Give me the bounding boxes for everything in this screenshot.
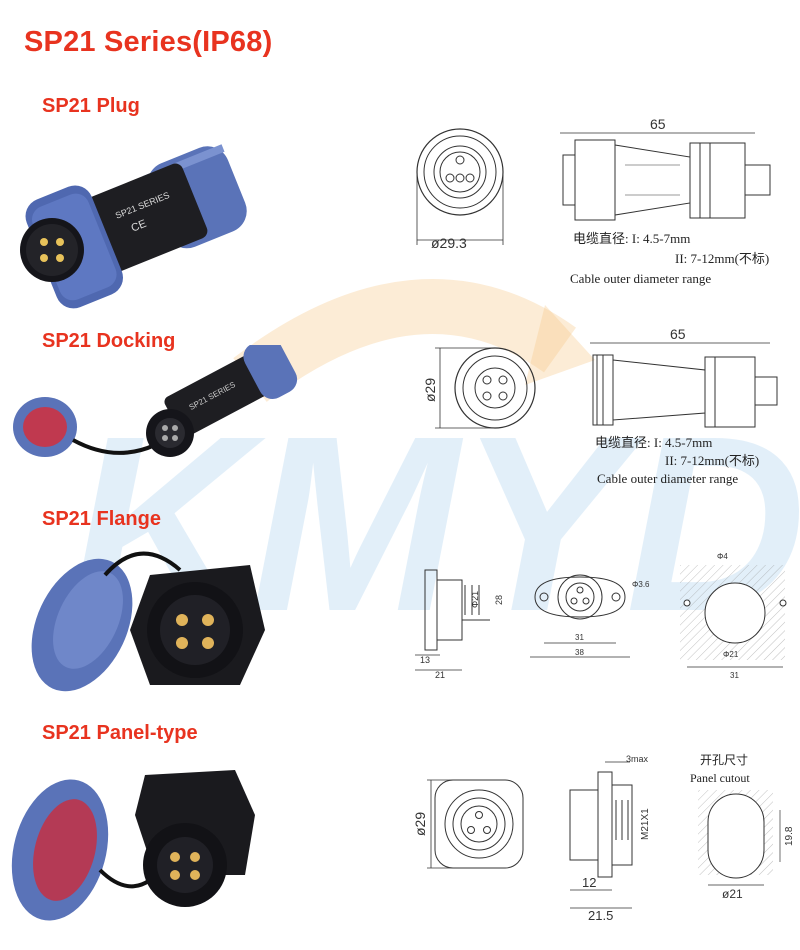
svg-text:CE: CE	[130, 218, 149, 235]
plug-cable-2: II: 7-12mm(不标)	[675, 251, 769, 266]
panel-photo	[11, 770, 255, 921]
panel-cutout-flat: 19.8	[784, 826, 795, 846]
plug-cable-3: Cable outer diameter range	[570, 271, 711, 286]
docking-front-dim: ø29	[422, 378, 438, 402]
flange-mount-dim: 31	[575, 633, 584, 642]
flange-hole-dim: Φ3.6	[632, 580, 650, 589]
flange-cutout-spacing: 31	[730, 671, 739, 680]
docking-side-drawing: 65 电缆直径: I: 4.5-7mm II: 7-12mm(不标) Cable…	[590, 326, 778, 486]
flange-width-dim: 38	[575, 648, 584, 657]
docking-cable-2: II: 7-12mm(不标)	[665, 453, 759, 468]
section-label-plug: SP21 Plug	[42, 95, 140, 117]
plug-side-drawing: 65 电缆直径: I: 4.5-7mm II: 7-12mm(不标) Cable…	[560, 116, 771, 286]
docking-photo: SP21 SERIES	[13, 345, 298, 457]
docking-cable-3: Cable outer diameter range	[597, 471, 738, 486]
section-label-docking: SP21 Docking	[42, 330, 176, 352]
flange-cutout-dia: Φ21	[723, 650, 739, 659]
plug-front-dim: ø29.3	[431, 235, 467, 251]
flange-depth-dim: 21	[435, 670, 445, 680]
plug-photo: SP21 SERIES CE	[20, 144, 247, 309]
flange-cutout-hole: Φ4	[717, 552, 728, 561]
flange-cutout-drawing: Φ4 Φ21 31	[680, 552, 787, 680]
plug-front-drawing: ø29.3	[416, 128, 504, 251]
panel-depth-b: 21.5	[588, 908, 613, 923]
panel-cutout-dia: ø21	[722, 887, 743, 901]
flange-front-drawing: Φ3.6 31 38	[530, 574, 650, 658]
panel-max-dim: 3max	[626, 754, 649, 764]
panel-cutout-sub: Panel cutout	[690, 771, 750, 785]
flange-thread-dim: Φ21	[470, 591, 480, 608]
section-label-panel: SP21 Panel-type	[42, 722, 198, 744]
flange-thick-dim: 13	[420, 655, 430, 665]
section-label-flange: SP21 Flange	[42, 508, 161, 530]
docking-length-dim: 65	[670, 326, 686, 342]
docking-front-drawing: ø29	[422, 347, 536, 429]
plug-cable-1: 电缆直径: I: 4.5-7mm	[573, 231, 690, 246]
flange-photo	[31, 551, 265, 692]
panel-front-dim: ø29	[412, 812, 428, 836]
panel-thread-dim: M21X1	[640, 808, 651, 840]
panel-front-drawing: ø29	[412, 779, 524, 869]
panel-cutout-title: 开孔尺寸	[700, 753, 748, 767]
flange-height-dim: 28	[494, 595, 504, 605]
docking-cable-1: 电缆直径: I: 4.5-7mm	[595, 435, 712, 450]
flange-side-drawing: Φ21 28 13 21	[415, 569, 504, 680]
panel-side-drawing: 3max M21X1 12 21.5	[569, 754, 651, 923]
panel-depth-a: 12	[582, 875, 596, 890]
page-title: SP21 Series(IP68)	[24, 26, 273, 58]
panel-cutout-drawing: 开孔尺寸 Panel cutout 19.8 ø21	[690, 753, 795, 901]
plug-length-dim: 65	[650, 116, 666, 132]
